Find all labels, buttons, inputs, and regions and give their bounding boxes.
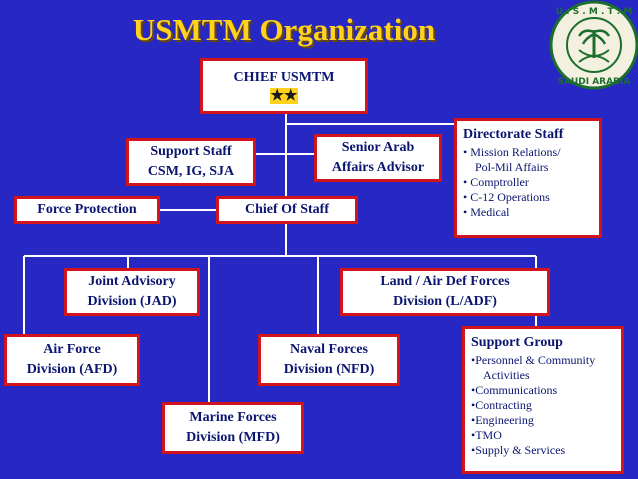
seal-top-text: U . S . M . T . M [556,7,633,17]
directorate-header: Directorate Staff [463,127,564,142]
support-group-item: •Engineering [471,413,534,427]
box-jad: Joint Advisory Division (JAD) [64,268,200,316]
box-chief-of-staff: Chief Of Staff [216,196,358,224]
chief-of-staff-label: Chief Of Staff [245,202,329,217]
jad-line2: Division (JAD) [87,294,177,309]
box-force-protection: Force Protection [14,196,160,224]
box-directorate-staff: Directorate Staff • Mission Relations/ P… [454,118,602,238]
support-group-item: •Supply & Services [471,443,566,457]
box-afd: Air Force Division (AFD) [4,334,140,386]
afd-line1: Air Force [43,342,101,357]
support-staff-line1: Support Staff [150,144,232,159]
box-senior-arab-affairs-advisor: Senior Arab Affairs Advisor [314,134,442,182]
force-protection-label: Force Protection [37,202,137,217]
support-group-item: •Communications [471,383,558,397]
support-group-item: •TMO [471,428,502,442]
directorate-item: • Comptroller [463,175,529,189]
ladf-line2: Division (L/ADF) [393,294,497,309]
jad-line1: Joint Advisory [88,274,176,289]
mfd-line2: Division (MFD) [186,430,280,445]
nfd-line2: Division (NFD) [283,362,375,377]
box-nfd: Naval Forces Division (NFD) [258,334,400,386]
senior-arab-line2: Affairs Advisor [331,160,425,175]
nfd-line1: Naval Forces [290,342,368,357]
directorate-item: • Mission Relations/ [463,145,561,159]
support-group-item: •Contracting [471,398,532,412]
directorate-item: • Medical [463,205,510,219]
directorate-list: • Mission Relations/ Pol-Mil Affairs • C… [463,145,561,220]
support-staff-line2: CSM, IG, SJA [147,164,235,179]
box-support-group: Support Group •Personnel & Community Act… [462,326,624,474]
two-star-icon: ★★ [269,88,299,104]
support-group-item: Activities [483,368,530,382]
support-group-list: •Personnel & Community Activities •Commu… [471,353,595,458]
box-mfd: Marine Forces Division (MFD) [162,402,304,454]
support-group-item: •Personnel & Community [471,353,596,367]
mfd-line1: Marine Forces [189,410,277,425]
box-chief-usmtm: CHIEF USMTM ★★ [200,58,368,114]
support-group-header: Support Group [471,335,563,350]
usmtm-seal-icon: U . S . M . T . M SAUDI ARABIA [549,0,638,90]
box-ladf: Land / Air Def Forces Division (L/ADF) [340,268,550,316]
afd-line2: Division (AFD) [26,362,118,377]
chief-label: CHIEF USMTM [233,70,335,85]
directorate-item: Pol-Mil Affairs [475,160,549,174]
directorate-item: • C-12 Operations [463,190,550,204]
senior-arab-line1: Senior Arab [341,140,415,155]
box-support-staff: Support Staff CSM, IG, SJA [126,138,256,186]
seal-bottom-text: SAUDI ARABIA [558,77,631,87]
page-title: USMTM Organization [132,12,436,47]
ladf-line1: Land / Air Def Forces [380,274,510,289]
